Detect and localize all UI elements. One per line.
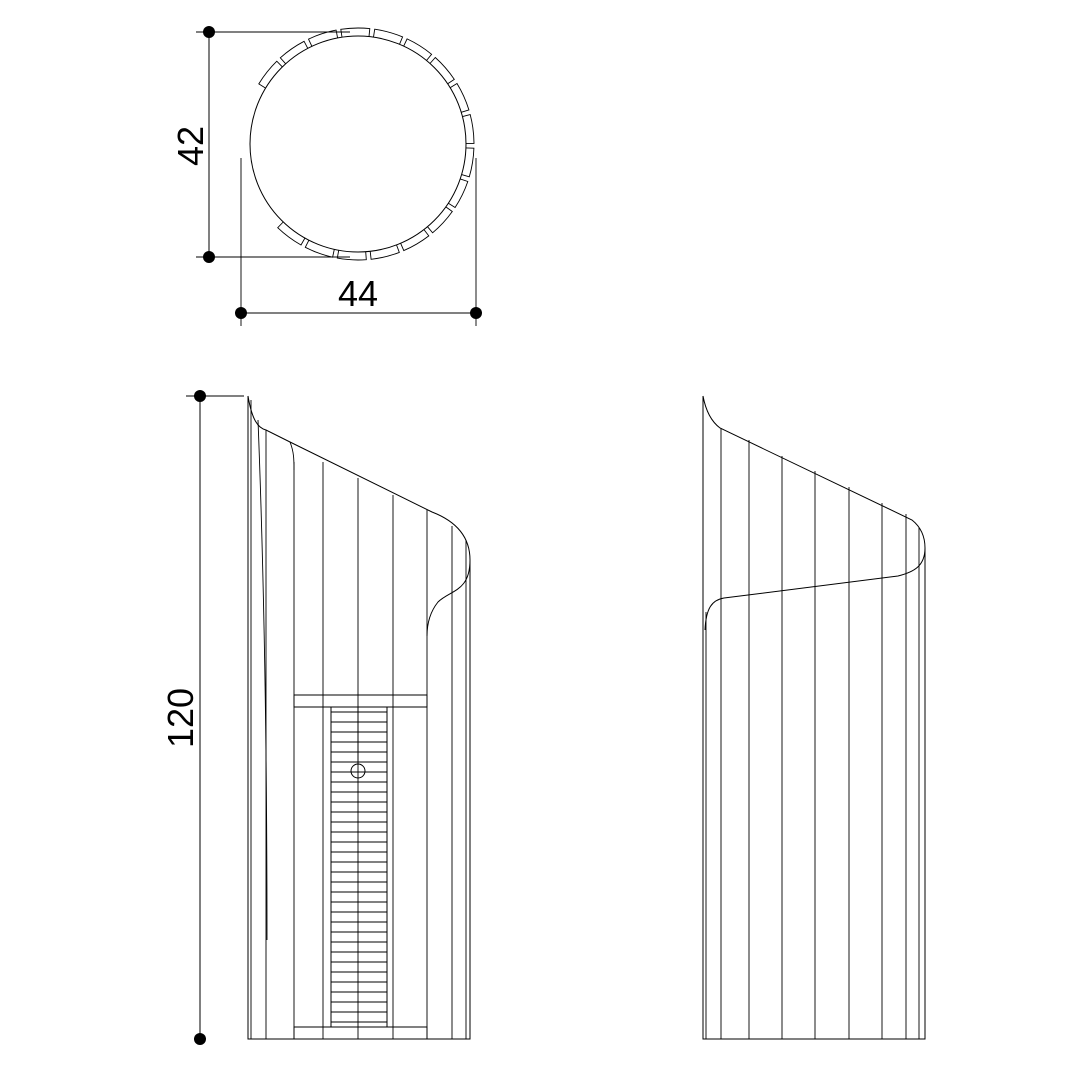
front-view: 120 [160, 390, 471, 1045]
footrest-bottom-bar [293, 1026, 428, 1040]
top-view-slat [340, 27, 371, 38]
front-view-outline [247, 396, 471, 1040]
dimension-label-depth: 42 [170, 126, 211, 166]
top-view-slat [449, 82, 470, 113]
footrest-panel [330, 706, 388, 1028]
side-view [702, 395, 926, 1040]
top-view-slats [258, 27, 475, 261]
dimension-dot [194, 390, 206, 402]
side-view-top-profile [702, 395, 926, 549]
side-view-outline [702, 396, 926, 1040]
top-view-slat [277, 221, 306, 246]
side-view-seat-edge [704, 547, 926, 631]
footrest-rungs [331, 711, 387, 1023]
top-view-slat [279, 40, 309, 65]
footrest-knob [350, 763, 366, 779]
footrest-top-bar [293, 694, 428, 708]
top-view-slat [258, 60, 283, 89]
top-view-slat [400, 229, 430, 252]
front-view-top-profile [247, 395, 471, 561]
front-slat-line [257, 419, 268, 941]
dimension-label-height: 120 [160, 688, 201, 748]
top-view-slat [403, 38, 433, 61]
top-view-slat [462, 114, 475, 144]
top-view-slat [373, 28, 404, 45]
top-view-slat [369, 244, 400, 260]
top-view-seat-circle [249, 35, 467, 253]
top-view-slat [461, 147, 475, 178]
top-view-slat [307, 29, 339, 47]
top-view-slat [427, 206, 453, 234]
dimension-dot [203, 251, 215, 263]
front-view-lip [426, 559, 471, 637]
dimension-dot [194, 1033, 206, 1045]
dimension-dot [235, 307, 247, 319]
top-view-slat [336, 250, 367, 261]
top-view: 42 44 [170, 26, 482, 326]
dimension-label-width: 44 [338, 273, 378, 314]
top-view-slat [448, 178, 469, 209]
dimension-dot [203, 26, 215, 38]
dimension-dot [470, 307, 482, 319]
top-view-slat [429, 56, 455, 85]
front-view-inner-edge [289, 441, 295, 471]
